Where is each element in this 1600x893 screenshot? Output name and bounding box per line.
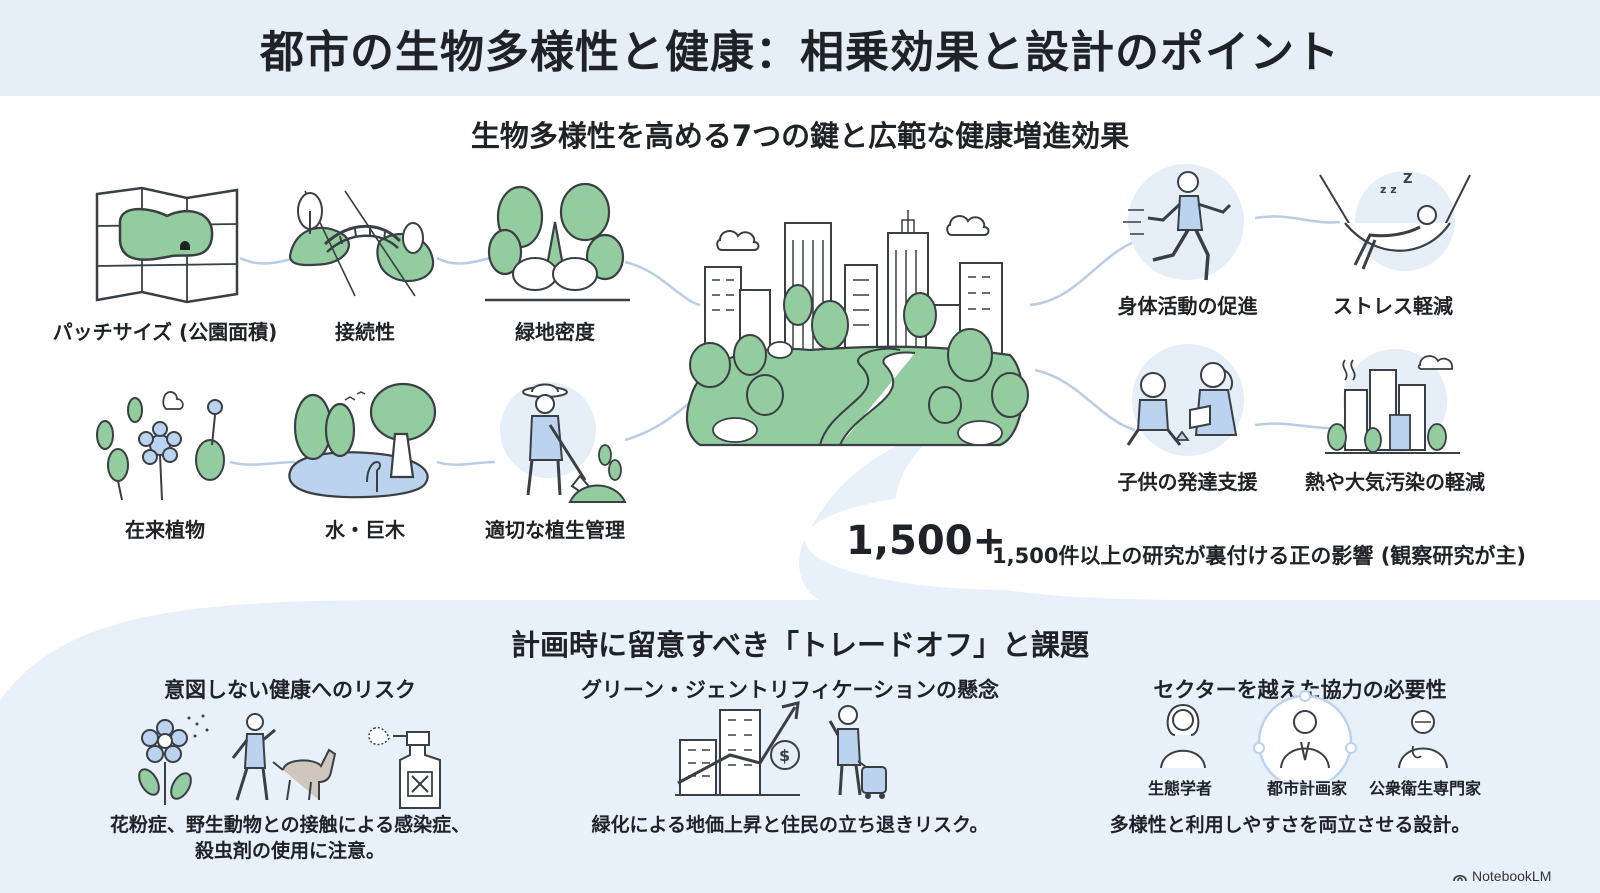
urban-planner-icon (1280, 710, 1330, 769)
stat-text: 1,500件以上の研究が裏付ける正の影響 (観察研究が主) (992, 544, 1526, 568)
park-map-icon (95, 186, 239, 304)
public-health-expert-icon (1398, 710, 1448, 769)
city-park-illustration (685, 210, 1029, 447)
hammock-icon: z z Z (1319, 171, 1471, 271)
role-ecologist: 生態学者 (1147, 779, 1212, 798)
risk-column-title: 意図しない健康へのリスク (164, 678, 416, 702)
ecologist-icon (1160, 703, 1206, 769)
city-heat-icon (1325, 349, 1460, 454)
collaboration-column-desc: 多様性と利用しやすさを両立させる設計。 (1109, 814, 1471, 836)
svg-text:z z: z z (1380, 183, 1397, 196)
children-play-icon (1126, 344, 1244, 456)
gentrification-icon: $ (675, 701, 887, 799)
risk-desc-line-2: 殺虫剤の使用に注意。 (194, 840, 385, 862)
key-label-water-big-trees: 水・巨木 (325, 518, 405, 542)
header-band (0, 0, 1600, 96)
key-label-native-plants: 在来植物 (125, 518, 205, 542)
top-section-heading: 生物多様性を高める7つの鍵と広範な健康増進効果 (470, 119, 1130, 153)
notebooklm-icon (1453, 874, 1467, 882)
gentrification-column-title: グリーン・ジェントリフィケーションの懸念 (580, 678, 1000, 702)
flower-pollen-icon (138, 714, 209, 805)
health-risk-icons (138, 713, 441, 809)
benefit-label-child-development: 子供の発達支援 (1117, 470, 1258, 494)
benefit-label-stress-reduction: ストレス軽減 (1333, 294, 1453, 318)
collaboration-icon (1160, 690, 1448, 780)
pesticide-spray-icon (368, 726, 441, 809)
native-plants-icon (96, 391, 225, 501)
benefit-label-physical-activity: 身体活動の促進 (1117, 294, 1258, 318)
gentrification-column-desc: 緑化による地価上昇と住民の立ち退きリスク。 (591, 814, 989, 836)
bridge-icon (288, 190, 435, 297)
key-label-vegetation-management: 適切な植生管理 (485, 518, 625, 542)
key-label-green-density: 緑地密度 (515, 320, 595, 344)
bottom-section-heading: 計画時に留意すべき「トレードオフ」と課題 (511, 628, 1089, 662)
risk-column-desc: 花粉症、野生動物との接触による感染症、 殺虫剤の使用に注意。 (90, 812, 490, 864)
key-label-connectivity: 接続性 (335, 320, 395, 344)
benefit-label-heat-pollution: 熱や大気汚染の軽減 (1305, 470, 1485, 494)
risk-desc-line-1: 花粉症、野生動物との接触による感染症、 (109, 814, 471, 836)
brand-logo: NotebookLM (1452, 868, 1551, 884)
runner-icon (1123, 164, 1244, 281)
brand-name: NotebookLM (1472, 868, 1552, 884)
svg-text:$: $ (779, 746, 790, 765)
trees-icon (485, 182, 630, 302)
role-public-health-expert: 公衆衛生専門家 (1368, 779, 1481, 798)
role-urban-planner: 都市計画家 (1266, 779, 1347, 798)
svg-text:Z: Z (1403, 172, 1412, 187)
stat-value: 1,500+ (846, 518, 1007, 564)
gardener-icon (500, 382, 627, 503)
page-title: 都市の生物多様性と健康：相乗効果と設計のポイント (260, 27, 1340, 78)
key-label-patch-size: パッチサイズ (公園面積) (52, 320, 278, 344)
person-animal-icon (231, 713, 337, 801)
pond-tree-icon (288, 382, 437, 499)
